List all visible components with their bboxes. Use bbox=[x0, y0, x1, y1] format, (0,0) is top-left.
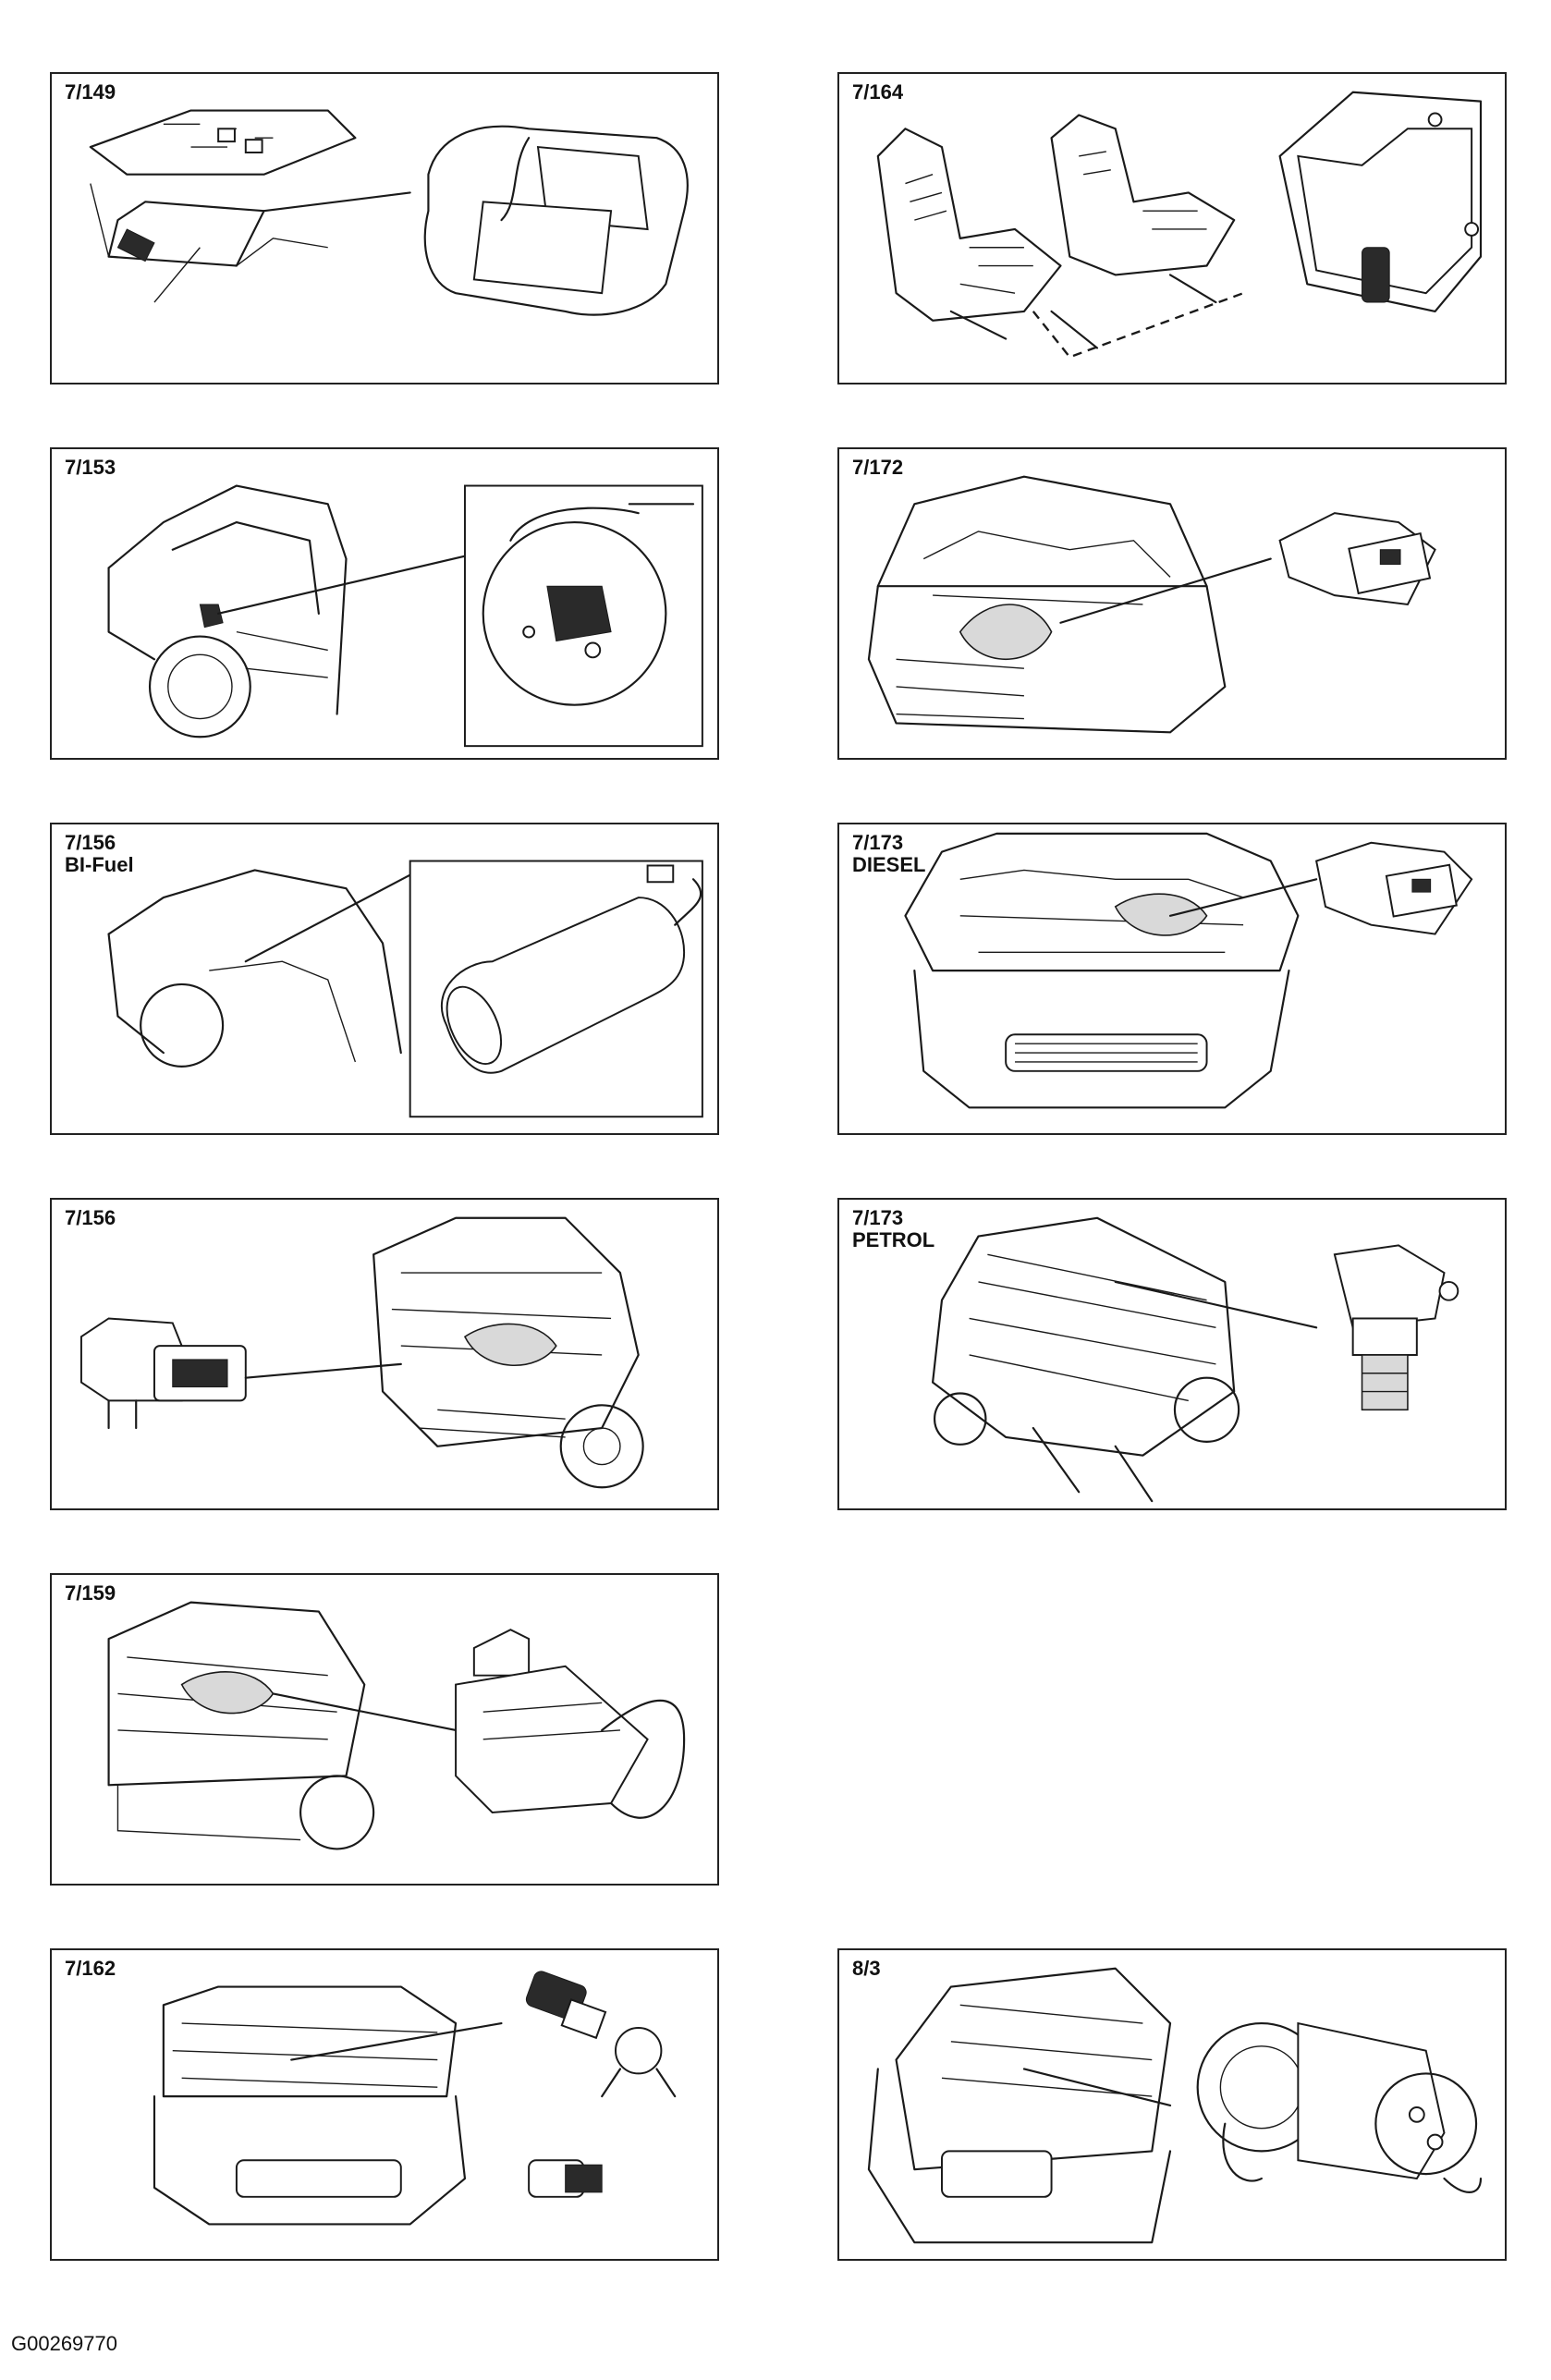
panel-label: 7/172 bbox=[852, 456, 904, 479]
ac-compressor-illustration bbox=[867, 1967, 1483, 2244]
panel-label: 7/159 bbox=[65, 1581, 116, 1605]
drawing-code: G00269770 bbox=[11, 2332, 117, 2355]
panel-7-156-bifuel: 7/156 BI-Fuel bbox=[50, 823, 719, 1135]
panel-8-3: 8/3 bbox=[837, 1948, 1507, 2261]
panel-label: 7/156 bbox=[65, 1206, 116, 1229]
panel-label: 7/173 PETROL bbox=[852, 1206, 935, 1251]
panel-7-153: 7/153 bbox=[50, 447, 719, 760]
petrol-engine-sensor-illustration bbox=[932, 1216, 1459, 1503]
panel-label: 8/3 bbox=[852, 1957, 881, 1980]
panel-7-173-diesel: 7/173 DIESEL bbox=[837, 823, 1507, 1135]
panel-7-173-petrol: 7/173 PETROL bbox=[837, 1198, 1507, 1510]
panel-7-164: 7/164 bbox=[837, 72, 1507, 384]
overhead-mirror-illustration bbox=[89, 109, 689, 316]
map-sensor-illustration bbox=[79, 1216, 644, 1489]
bifuel-tank-illustration bbox=[107, 860, 703, 1118]
panel-7-149: 7/149 bbox=[50, 72, 719, 384]
panel-label: 7/164 bbox=[852, 80, 904, 104]
diesel-engine-bay-illustration bbox=[904, 832, 1473, 1109]
panel-7-156: 7/156 bbox=[50, 1198, 719, 1510]
panel-label: 7/162 bbox=[65, 1957, 116, 1980]
panel-7-162: 7/162 bbox=[50, 1948, 719, 2261]
panel-sublabel: PETROL bbox=[852, 1228, 935, 1251]
panel-sublabel: DIESEL bbox=[852, 853, 926, 876]
fuel-pump-illustration bbox=[107, 484, 703, 748]
seat-module-illustration bbox=[876, 91, 1483, 359]
panel-7-172: 7/172 bbox=[837, 447, 1507, 760]
panel-7-159: 7/159 bbox=[50, 1573, 719, 1886]
panel-label: 7/149 bbox=[65, 80, 116, 104]
engine-bay-connector-illustration bbox=[867, 475, 1436, 734]
panel-label: 7/153 bbox=[65, 456, 116, 479]
pressure-switch-illustration bbox=[153, 1971, 677, 2226]
panel-label: 7/156 BI-Fuel bbox=[65, 831, 134, 876]
relay-module-illustration bbox=[107, 1601, 686, 1850]
panel-label: 7/173 DIESEL bbox=[852, 831, 926, 876]
panel-sublabel: BI-Fuel bbox=[65, 853, 134, 876]
